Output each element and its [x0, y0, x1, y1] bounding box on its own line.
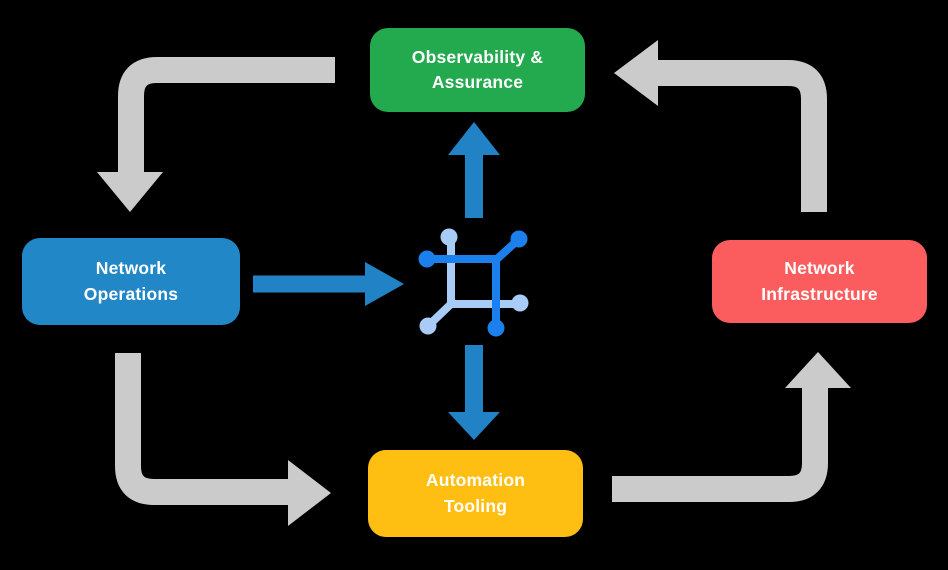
arrow-center-to-automation: [448, 345, 500, 440]
node-operations-label: Network Operations: [83, 258, 179, 304]
node-infrastructure-label: Network Infrastructure: [761, 258, 878, 304]
node-automation-tooling: Automation Tooling: [368, 450, 583, 537]
arrow-operations-to-automation: [115, 353, 331, 526]
arrow-operations-to-center: [253, 262, 404, 306]
node-automation-label: Automation Tooling: [425, 470, 526, 516]
arrow-automation-to-infrastructure: [612, 352, 851, 502]
arrow-center-to-observability: [448, 122, 500, 218]
arrow-infrastructure-to-observability: [614, 40, 827, 212]
arrow-observability-to-operations: [97, 57, 335, 212]
node-network-infrastructure: Network Infrastructure: [712, 240, 927, 323]
network-automation-icon: [418, 228, 529, 337]
node-observability-label: Observability & Assurance: [411, 46, 544, 92]
node-observability-assurance: Observability & Assurance: [370, 28, 585, 112]
node-network-operations: Network Operations: [22, 238, 240, 325]
network-icon-dark-parts: [418, 230, 528, 337]
